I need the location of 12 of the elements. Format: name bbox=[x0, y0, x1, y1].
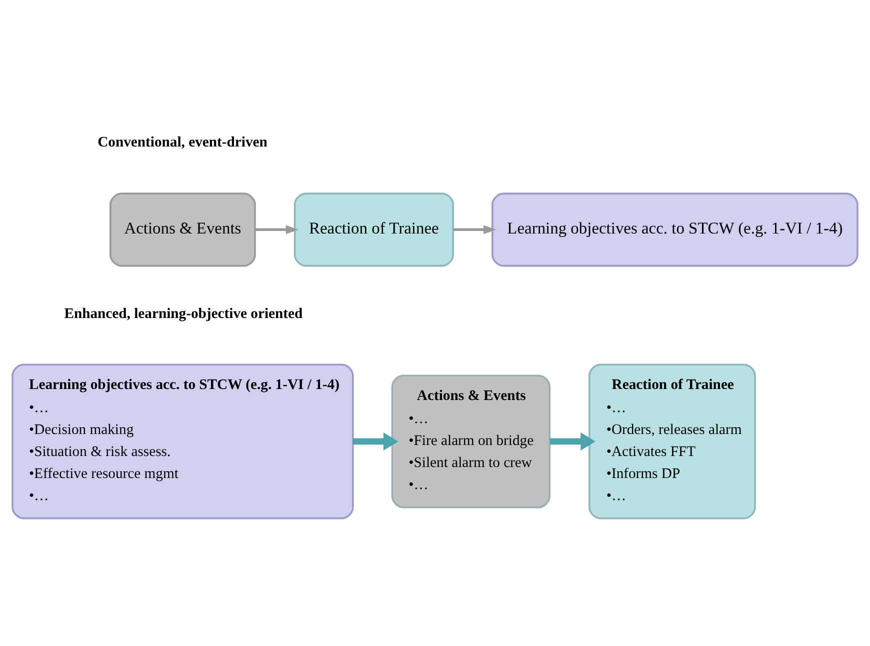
node-box: Learning objectives acc. to STCW (e.g. 1-VI / 1-4) bbox=[492, 192, 858, 267]
node-box: Reaction of Trainee bbox=[294, 192, 454, 267]
label: Conventional, event-driven bbox=[98, 134, 268, 151]
arrow bbox=[255, 225, 299, 234]
arrow bbox=[453, 225, 496, 234]
node-box: Learning objectives acc. to STCW (e.g. 1-VI / 1-4) •… •Decision making •Situation & risk assess. •Effective resource mgmt •… bbox=[12, 364, 354, 520]
arrow bbox=[550, 432, 596, 451]
node-box: Actions & Events •… •Fire alarm on bridge •Silent alarm to crew •… bbox=[391, 374, 550, 508]
node-box: Actions & Events bbox=[110, 192, 256, 267]
node-box: Reaction of Trainee •… •Orders, releases alarm •Activates FFT •Informs DP •… bbox=[588, 364, 756, 520]
arrow bbox=[352, 432, 398, 451]
label: Enhanced, learning-objective oriented bbox=[64, 306, 303, 322]
